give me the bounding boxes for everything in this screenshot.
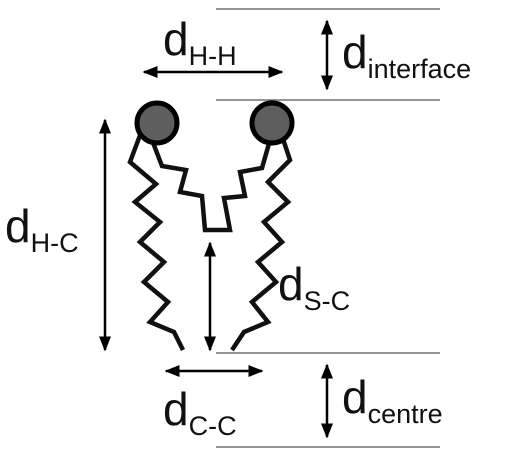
left-outer-tail xyxy=(127,129,186,352)
right-outer-tail xyxy=(230,129,293,352)
d-centre-label: dcentre xyxy=(342,371,443,429)
d-interface-label: dinterface xyxy=(342,26,471,84)
left-head-group xyxy=(134,100,180,146)
d-cc-label: dC-C xyxy=(163,383,237,441)
left-inner-tail xyxy=(149,139,273,233)
d-hh-label: dH-H xyxy=(163,13,237,71)
d-sc-label: dS-C xyxy=(278,258,350,316)
right-head-group xyxy=(249,100,295,146)
d-hc-label: dH-C xyxy=(5,200,79,258)
